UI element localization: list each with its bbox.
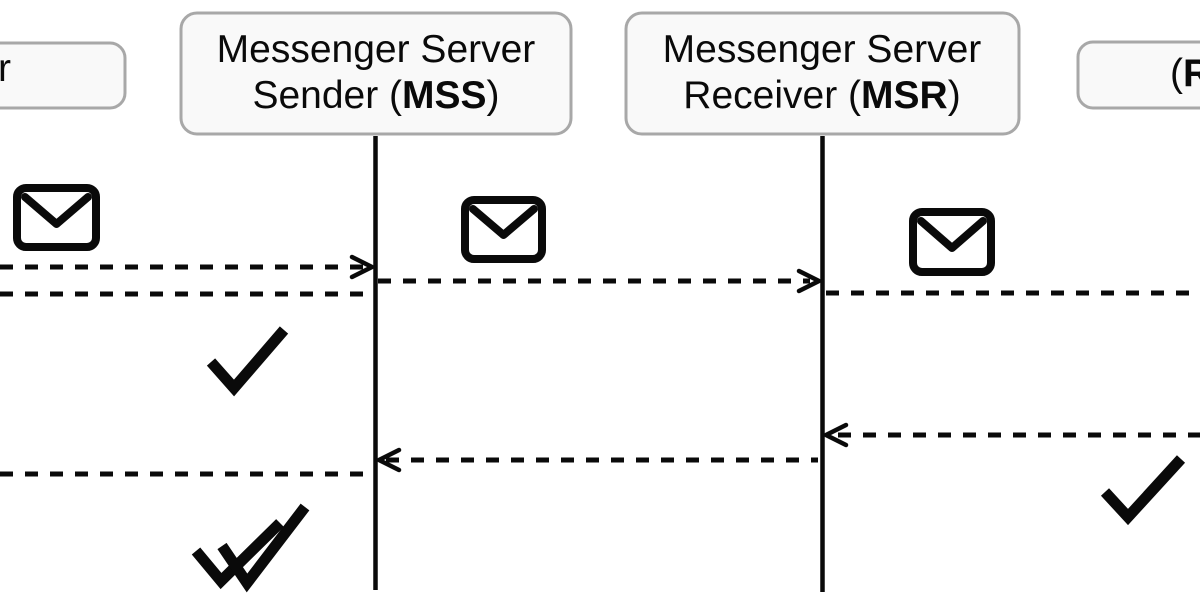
check-back <box>191 519 284 590</box>
envelope-icon <box>13 184 100 251</box>
envelope-flap <box>21 193 92 228</box>
sender-partial-label: r <box>0 47 11 90</box>
arrowhead-left-at-mss <box>376 447 402 473</box>
check-front <box>217 503 310 593</box>
actor-box <box>0 41 127 110</box>
double-check-icon <box>191 503 310 593</box>
arrowhead-left-at-msr <box>823 422 849 448</box>
envelope-flap <box>917 217 987 252</box>
single-check-icon <box>1100 455 1186 526</box>
actor-box <box>1076 40 1200 110</box>
arrowhead-right-at-mss <box>349 254 375 280</box>
envelope-icon <box>461 196 546 263</box>
envelope-icon <box>909 208 995 276</box>
actor-box-sender-partial: r <box>0 41 127 110</box>
single-check-icon <box>206 326 289 397</box>
actor-box <box>624 11 1021 136</box>
arrowhead-right-at-msr <box>796 268 822 294</box>
actor-box <box>179 11 573 136</box>
actor-box-receiver-partial: (R <box>1076 40 1200 110</box>
receiver-partial-label: (R <box>1170 52 1200 95</box>
envelope-flap <box>469 205 538 239</box>
